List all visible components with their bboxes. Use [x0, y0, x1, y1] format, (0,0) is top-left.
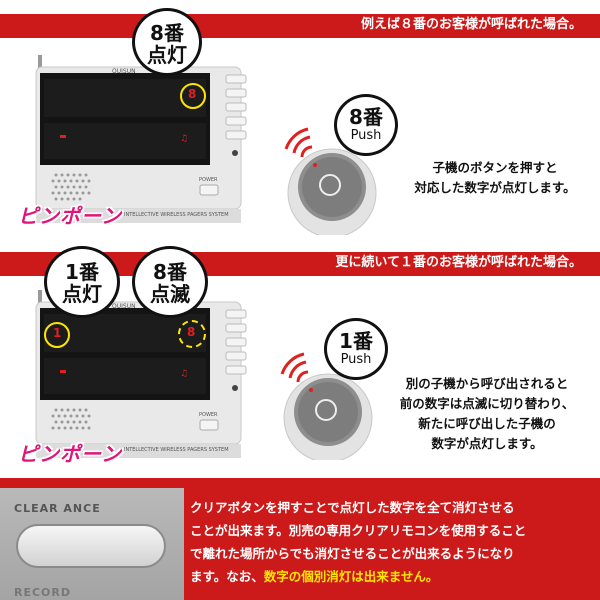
- clear-text-line: ます。なお、数字の個別消灯は出来ません。: [190, 565, 592, 588]
- clear-text-plain: ます。なお、: [190, 569, 264, 584]
- power-label: POWER: [199, 412, 218, 418]
- clear-text-line: クリアボタンを押すことで点灯した数字を全て消灯させる: [190, 500, 515, 515]
- description-line: 新たに呼び出した子機の: [418, 416, 556, 431]
- chime-text-2: ピンポーン: [18, 442, 122, 466]
- display-digit-1: 1: [53, 326, 62, 340]
- clear-button-photo: CLEAR ANCE RECORD: [0, 488, 184, 600]
- clear-text-highlight: 数字の個別消灯は出来ません。: [263, 569, 439, 584]
- display-digit-8: 8: [188, 87, 197, 101]
- svg-text:♫: ♫: [180, 369, 188, 379]
- clear-button-label: CLEAR ANCE: [14, 502, 101, 515]
- display-digit-8-ring: [180, 83, 206, 109]
- clear-text-line: ことが出来ます。別売の専用クリアリモコンを使用すること: [190, 523, 527, 538]
- description-line: 対応した数字が点灯します。: [414, 180, 576, 195]
- push-bubble-8-number: 8番: [349, 105, 383, 129]
- bubble-8-blink: 8番 点滅: [132, 246, 208, 318]
- section2-banner-text: 更に続いて１番のお客様が呼ばれた場合。: [335, 255, 582, 270]
- device-brand: QUISUN: [112, 303, 136, 310]
- display-digit-8-blink-ring: [178, 320, 206, 348]
- base-unit-2: ♫ QUISUN POWER INTELLECTIVE WIRELESS PAG…: [30, 290, 260, 470]
- record-label: RECORD: [14, 586, 72, 599]
- base-unit-illustration: ♫: [35, 290, 247, 458]
- device-brand: QUISUN: [112, 68, 136, 75]
- display-digit-8: 8: [187, 325, 196, 339]
- chime-text-1: ピンポーン: [18, 204, 122, 228]
- signal-icon: [284, 127, 377, 238]
- bubble-8b-state: 点滅: [150, 282, 190, 306]
- display-digit-1-ring: [44, 322, 70, 348]
- section2-description: 別の子機から呼び出されると 前の数字は点滅に切り替わり、 新たに呼び出した子機の…: [380, 374, 594, 454]
- power-label: POWER: [199, 177, 218, 183]
- description-line: 子機のボタンを押すと: [432, 160, 558, 175]
- push-bubble-8: 8番 Push: [334, 94, 398, 156]
- bubble-8-state: 点灯: [147, 43, 187, 67]
- base-unit-1: ♫ QUISUN POWER INTELLECTIVE WIRELESS PAG…: [30, 55, 260, 235]
- bubble-1-state: 点灯: [62, 282, 102, 306]
- clear-button[interactable]: [16, 524, 166, 568]
- device-footer: INTELLECTIVE WIRELESS PAGERS SYSTEM: [124, 212, 229, 218]
- push-bubble-1-number: 1番: [339, 329, 373, 353]
- clear-text-line: で離れた場所からでも消灯させることが出来るようになり: [190, 546, 515, 561]
- push-bubble-1: 1番 Push: [324, 318, 388, 380]
- description-line: 別の子機から呼び出されると: [405, 376, 569, 391]
- bubble-8b-number: 8番: [153, 260, 187, 284]
- bubble-1-number: 1番: [65, 260, 99, 284]
- bubble-1-lit: 1番 点灯: [44, 246, 120, 318]
- svg-text:♫: ♫: [180, 134, 188, 144]
- pager-1: [272, 115, 392, 238]
- push-bubble-1-label: Push: [340, 352, 372, 367]
- device-footer: INTELLECTIVE WIRELESS PAGERS SYSTEM: [124, 447, 229, 453]
- section1-banner-text: 例えば８番のお客様が呼ばれた場合。: [360, 17, 582, 32]
- pager-2: [268, 340, 388, 463]
- bubble-8-number: 8番: [150, 21, 184, 45]
- push-bubble-8-label: Push: [350, 128, 382, 143]
- description-line: 数字が点灯します。: [431, 436, 543, 451]
- bubble-8-lit: 8番 点灯: [132, 8, 202, 76]
- description-line: 前の数字は点滅に切り替わり、: [399, 396, 575, 411]
- signal-icon: [280, 352, 373, 463]
- section1-banner: 例えば８番のお客様が呼ばれた場合。: [0, 14, 600, 38]
- clear-description: クリアボタンを押すことで点灯した数字を全て消灯させる ことが出来ます。別売の専用…: [190, 496, 592, 588]
- section1-description: 子機のボタンを押すと 対応した数字が点灯します。: [395, 158, 595, 198]
